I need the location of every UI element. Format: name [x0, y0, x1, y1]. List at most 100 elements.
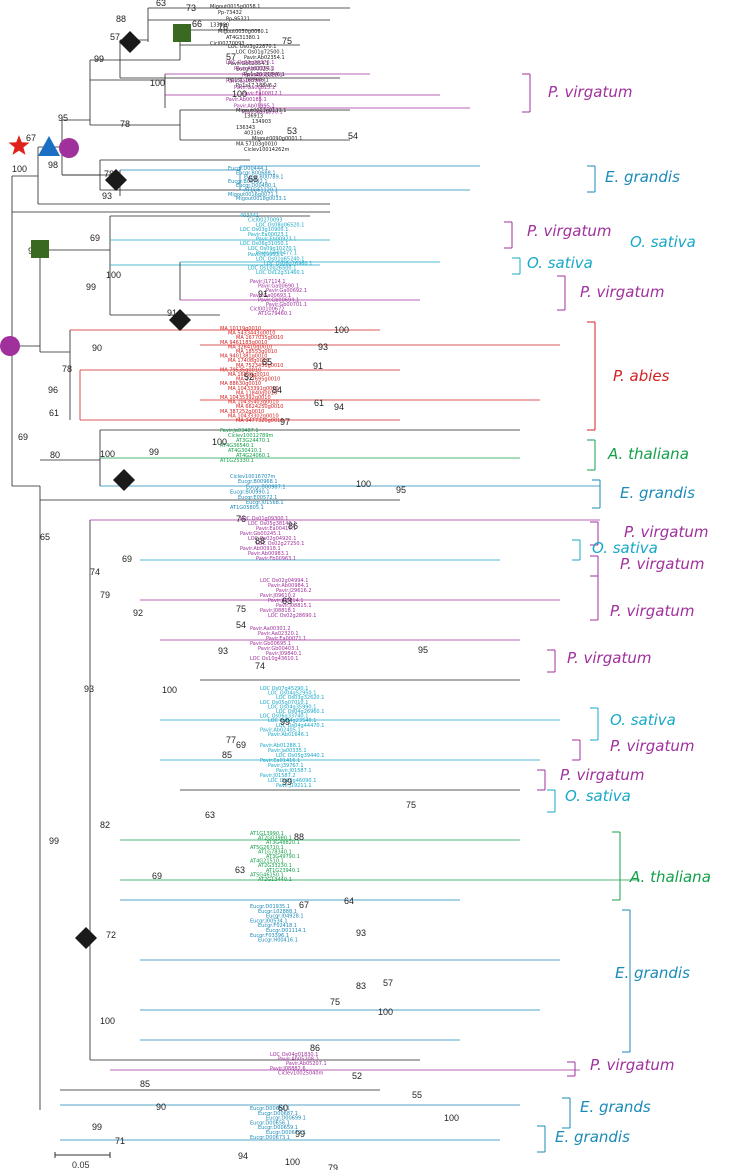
leaf-label: MA 9461183g0010 — [220, 340, 268, 346]
clade-label: P. virgatum — [527, 222, 611, 240]
leaf-label: AT1G78340.1 — [258, 849, 292, 855]
bootstrap-value: 75 — [282, 36, 292, 46]
leaf-label: LOC Os01g09300.1 — [240, 516, 288, 522]
leaf-label: Pavir.Ea00071.1 — [266, 636, 306, 642]
square-marker — [173, 24, 191, 42]
bootstrap-value: 100 — [162, 685, 177, 695]
leaf-label: Migout0016g0071.1 — [228, 192, 278, 198]
leaf-label: MA 387252g0010 — [220, 409, 264, 415]
diamond-marker — [105, 169, 127, 191]
clade-labels: P. virgatum E. grandis P. virgatum O. sa… — [527, 83, 711, 1146]
bootstrap-value: 91 — [167, 308, 177, 318]
leaf-label: Cicl00270093 — [248, 218, 282, 224]
leaf-label: LOC Os02g46090.1 — [268, 778, 316, 784]
leaf-label: Pavir.Ja03487.1 — [220, 428, 259, 434]
leaf-label: Pavir.J39767.1 — [268, 763, 304, 769]
leaf-label: Migout0015g0058.1 — [210, 4, 260, 10]
bootstrap-value: 69 — [18, 432, 28, 442]
leaf-label: Eucgr.B00792.1 — [228, 179, 268, 185]
bootstrap-value: 93 — [318, 342, 328, 352]
leaf-label: Ciclev10025040m — [278, 1070, 324, 1076]
leaf-label: Pavir.Ea01416.1 — [260, 758, 300, 764]
leaf-label: AT4G21510.1 — [250, 859, 284, 865]
clade-label: P. virgatum — [610, 737, 694, 755]
leaf-label: Pavir.J17114.1 — [250, 279, 286, 285]
leaf-label: Pavir.Ga00477.1 — [256, 251, 297, 257]
bootstrap-value: 63 — [235, 865, 245, 875]
leaf-label: Eucgr.D01114.1 — [266, 928, 306, 934]
bootstrap-value: 75 — [330, 997, 340, 1007]
leaf-label: AT5G26710.1 — [250, 845, 284, 851]
bootstrap-value: 93 — [218, 646, 228, 656]
leaf-label: Pavir.Aa02320.1 — [258, 631, 299, 637]
scale-bar-label: 0.05 — [72, 1160, 90, 1170]
bootstrap-value: 52 — [244, 372, 254, 382]
duplication-star-marker — [8, 135, 30, 155]
leaf-label: Pavir.Ab02325.1 — [242, 72, 283, 78]
bootstrap-value: 100 — [285, 1157, 300, 1167]
leaf-label: LOC Os04g23540.1 — [268, 718, 316, 724]
leaf-label: Pavir.Fb00963.1 — [256, 556, 296, 562]
bootstrap-value: 53 — [287, 126, 297, 136]
leaf-label: Eucgr.J00534.1 — [250, 918, 288, 924]
bootstrap-value: 100 — [212, 437, 227, 447]
bootstrap-value: 100 — [232, 89, 247, 99]
clade-label: P. virgatum — [624, 523, 708, 541]
leaf-label: Pavir.Gb00245.1 — [240, 531, 281, 537]
bootstrap-value: 99 — [280, 717, 290, 727]
bootstrap-value: 54 — [236, 620, 246, 630]
bootstrap-value: 74 — [90, 567, 100, 577]
leaf-label: AT3G49790.1 — [266, 854, 300, 860]
leaf-label: Eucgr.D00687.1 — [258, 1111, 298, 1117]
leaf-label: Pavir.J19211.1 — [276, 783, 312, 789]
diamond-marker — [169, 309, 191, 331]
leaf-label: LOC Os04g52950.1 — [268, 691, 316, 697]
bootstrap-value: 98 — [48, 160, 58, 170]
leaf-label: AT3G48820.1 — [266, 840, 300, 846]
leaf-label: Pavir.Ga00813.1 — [234, 85, 275, 91]
leaf-label: Pavir.Ab01995.1 — [234, 103, 275, 109]
bootstrap-value: 99 — [149, 447, 159, 457]
bootstrap-value: 75 — [236, 604, 246, 614]
leaf-label: Pavir.Ab01288.1 — [260, 743, 301, 749]
leaf-label: Eucgr.D00672.1 — [266, 1130, 306, 1136]
leaf-label: MA 57103g0010 — [236, 142, 277, 148]
bootstrap-value: 94 — [238, 1151, 248, 1161]
leaf-label: LOC Os12g31460.1 — [256, 270, 304, 276]
circle-marker — [59, 138, 79, 158]
leaf-label: AT4G36540.1 — [220, 443, 254, 449]
bootstrap-value: 99 — [86, 282, 96, 292]
bootstrap-value: 68 — [248, 174, 258, 184]
clade-label: P. virgatum — [620, 555, 704, 573]
leaf-label: MA 328410g0010 — [228, 344, 272, 350]
clade-label: O. sativa — [630, 233, 696, 251]
leaf-label: MA 9477320g0010 — [236, 418, 284, 424]
clade-label: P. abies — [613, 367, 670, 385]
leaf-label: Eucgr.L02888.1 — [258, 909, 297, 915]
bootstrap-value: 69 — [236, 740, 246, 750]
clade-label: O. sativa — [527, 254, 593, 272]
bootstrap-value: 57 — [110, 32, 120, 42]
leaf-label: LOC Os01g72500.1 — [236, 50, 284, 56]
bootstrap-value: 85 — [222, 750, 232, 760]
bootstrap-value: 86 — [310, 1043, 320, 1053]
leaf-label: Eucgr.D00699.1 — [266, 1116, 306, 1122]
leaf-label: MA 88630g0010 — [220, 381, 261, 387]
leaf-label: LOC Os04g01830.1 — [270, 1052, 318, 1058]
bootstrap-value: 86 — [288, 521, 298, 531]
diamond-marker — [75, 927, 97, 949]
bootstrap-value: 88 — [294, 832, 304, 842]
leaf-label: AT1G05805.1 — [230, 505, 264, 511]
leaf-label: MA 5433443g0010 — [228, 331, 276, 337]
bootstrap-value: 100 — [356, 479, 371, 489]
leaf-label: LOC Os02g04920.1 — [248, 536, 296, 542]
leaf-label: Pp-95321 — [226, 16, 250, 22]
bootstrap-value: 71 — [115, 1136, 125, 1146]
leaf-label: Pp-73432 — [218, 10, 242, 16]
bootstrap-value: 60 — [278, 1103, 288, 1113]
leaf-label: AT1G25330.1 — [220, 458, 254, 464]
leaf-label: Ciclev10016707m — [230, 474, 276, 480]
bootstrap-value: 95 — [418, 645, 428, 655]
